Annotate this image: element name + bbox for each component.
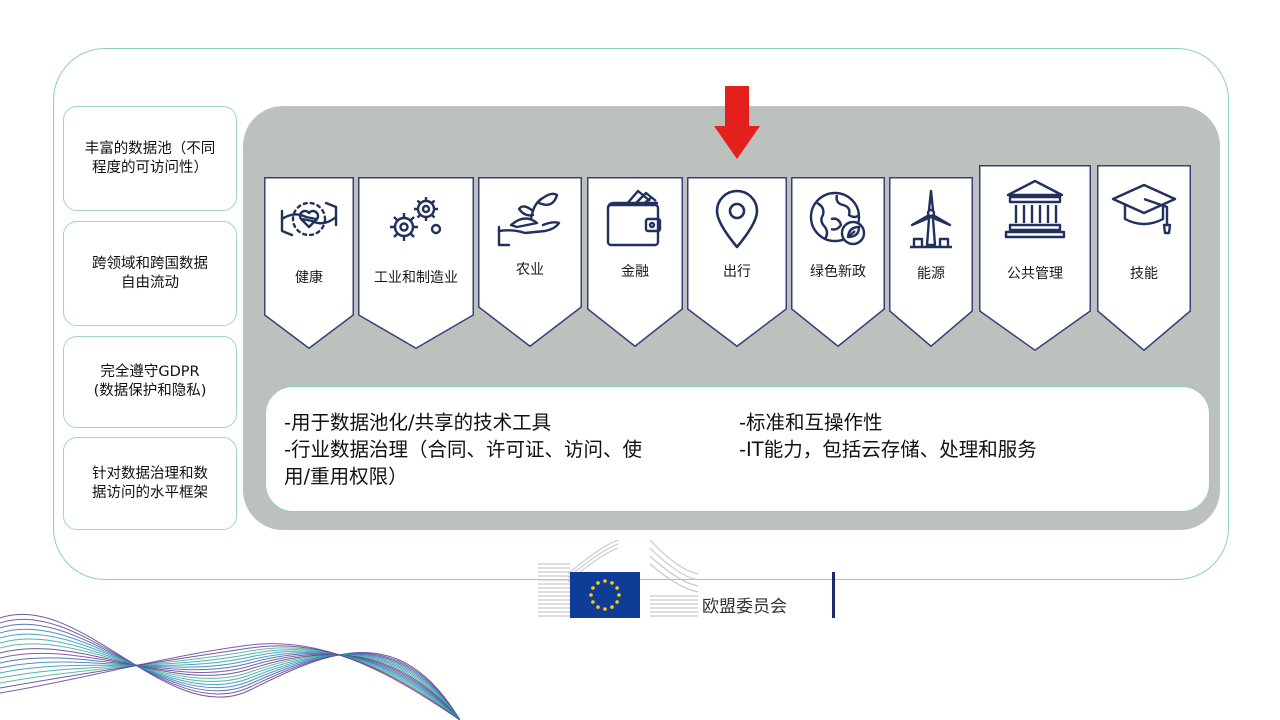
sector-label: 出行 <box>723 264 751 280</box>
left-box-text: 针对数据治理和数 据访问的水平框架 <box>92 465 208 501</box>
wave-line <box>0 652 460 720</box>
sector-label: 技能 <box>1130 266 1158 282</box>
wave-line <box>0 647 460 720</box>
eu-star-icon <box>591 586 595 590</box>
wallet-icon <box>587 189 683 249</box>
sector-label: 绿色新政 <box>810 264 866 280</box>
eu-star-icon <box>589 593 593 597</box>
eu-star-icon <box>615 586 619 590</box>
left-box-gdpr: 完全遵守GDPR (数据保护和隐私) <box>63 336 237 428</box>
wave-line <box>0 650 460 720</box>
eu-commission-label: 欧盟委员会 <box>702 597 787 617</box>
sector-7: 能源 <box>889 177 973 348</box>
wave-line <box>0 628 460 720</box>
sector-chevron-shape <box>889 177 973 348</box>
eu-star-icon <box>603 607 607 611</box>
eu-star-icon <box>591 600 595 604</box>
sector-4: 金融 <box>587 177 683 348</box>
green-globe-icon <box>791 189 885 249</box>
sector-1: 健康 <box>264 177 354 350</box>
eu-star-icon <box>615 600 619 604</box>
left-box-data-flow: 跨领域和跨国数据 自由流动 <box>63 221 237 326</box>
tools-column-left: -用于数据池化/共享的技术工具 -行业数据治理（合同、许可证、访问、使 用/重用… <box>284 409 724 490</box>
left-box-text: 跨领域和跨国数据 自由流动 <box>92 255 208 291</box>
sector-label: 工业和制造业 <box>374 270 458 286</box>
left-box-text: 完全遵守GDPR (数据保护和隐私) <box>93 364 207 399</box>
wave-line <box>0 618 460 720</box>
sector-chevron-shape <box>478 177 582 348</box>
sector-5: 出行 <box>687 177 787 348</box>
wave-line <box>0 643 460 720</box>
tool-item: -IT能力，包括云存储、处理和服务 <box>739 438 1037 461</box>
sector-label: 健康 <box>295 270 323 286</box>
eu-star-icon <box>596 581 600 585</box>
logo-divider <box>832 572 835 618</box>
sector-label: 金融 <box>621 264 649 280</box>
decorative-waves <box>0 613 460 720</box>
gears-icon <box>358 189 474 249</box>
wind-turbine-icon <box>889 189 973 251</box>
left-box-data-pools: 丰富的数据池（不同 程度的可访问性） <box>63 106 237 211</box>
highlight-arrow-icon <box>714 86 760 159</box>
sector-9: 技能 <box>1097 165 1191 352</box>
tool-item: -用于数据池化/共享的技术工具 <box>284 411 552 434</box>
wave-line <box>0 652 460 720</box>
tools-column-right: -标准和互操作性 -IT能力，包括云存储、处理和服务 <box>739 409 1179 463</box>
sector-label: 农业 <box>516 262 544 278</box>
wave-line <box>0 633 460 720</box>
sector-8: 公共管理 <box>979 165 1091 352</box>
eu-star-icon <box>617 593 621 597</box>
wave-line <box>0 653 460 720</box>
wave-line <box>0 613 460 720</box>
wave-line <box>0 638 460 720</box>
wave-line <box>0 645 460 720</box>
eu-star-icon <box>596 605 600 609</box>
sector-6: 绿色新政 <box>791 177 885 348</box>
heart-hands-icon <box>264 189 354 249</box>
sector-chevron-shape <box>979 165 1091 352</box>
sector-3: 农业 <box>478 177 582 348</box>
sector-label: 能源 <box>917 266 945 282</box>
plant-hand-icon <box>478 189 582 249</box>
sector-chevron-shape <box>791 177 885 348</box>
sector-label: 公共管理 <box>1007 266 1063 282</box>
left-box-text: 丰富的数据池（不同 程度的可访问性） <box>84 140 216 176</box>
wave-line <box>0 643 460 720</box>
eu-star-icon <box>610 581 614 585</box>
eu-logo <box>538 540 699 618</box>
left-box-governance: 针对数据治理和数 据访问的水平框架 <box>63 437 237 530</box>
government-building-icon <box>979 177 1091 239</box>
sector-chevron-shape <box>358 177 474 350</box>
tool-item: -标准和互操作性 <box>739 411 883 434</box>
graduation-cap-icon <box>1097 177 1191 237</box>
location-pin-icon <box>687 189 787 249</box>
eu-star-icon <box>603 579 607 583</box>
sector-chevron-shape <box>687 177 787 348</box>
tools-box: -用于数据池化/共享的技术工具 -行业数据治理（合同、许可证、访问、使 用/重用… <box>265 386 1210 512</box>
wave-line <box>0 648 460 720</box>
wave-line <box>0 649 460 720</box>
sector-2: 工业和制造业 <box>358 177 474 350</box>
tool-item: -行业数据治理（合同、许可证、访问、使 用/重用权限） <box>284 438 643 488</box>
wave-line <box>0 623 460 720</box>
eu-star-icon <box>610 605 614 609</box>
